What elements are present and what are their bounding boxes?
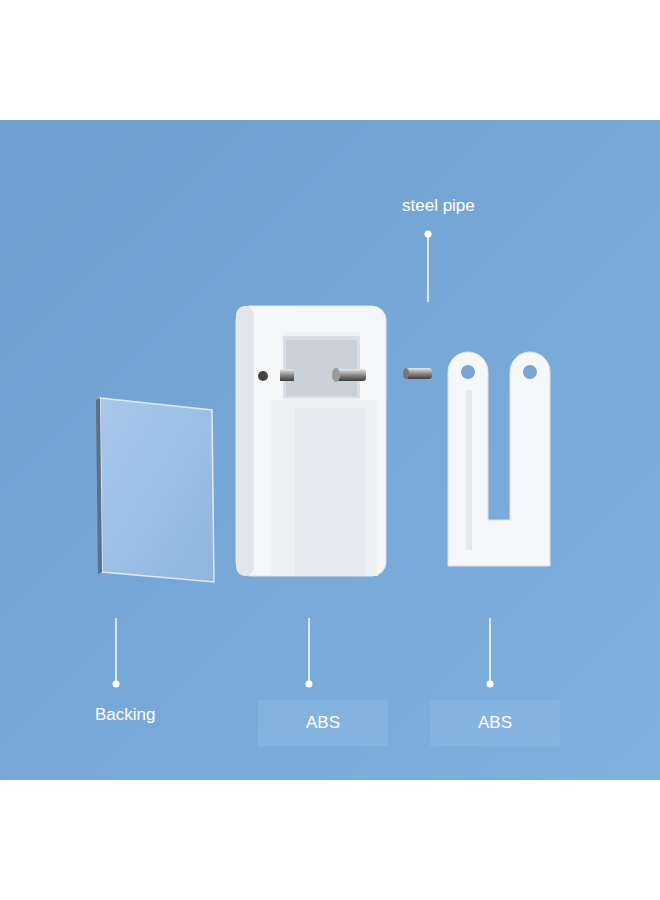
part-label: Backing [95, 705, 155, 725]
steel-pipe [403, 368, 432, 379]
blue-panel [0, 120, 660, 780]
mount-block [236, 306, 386, 576]
u-hook [448, 352, 550, 566]
leader-lines [113, 231, 494, 688]
part-label: steel pipe [402, 196, 475, 216]
backing-plate [96, 398, 214, 582]
label-box: ABS [430, 700, 560, 746]
part-material: ABS [430, 713, 560, 733]
part-material: ABS [258, 713, 388, 733]
label-box: ABS [258, 700, 388, 746]
